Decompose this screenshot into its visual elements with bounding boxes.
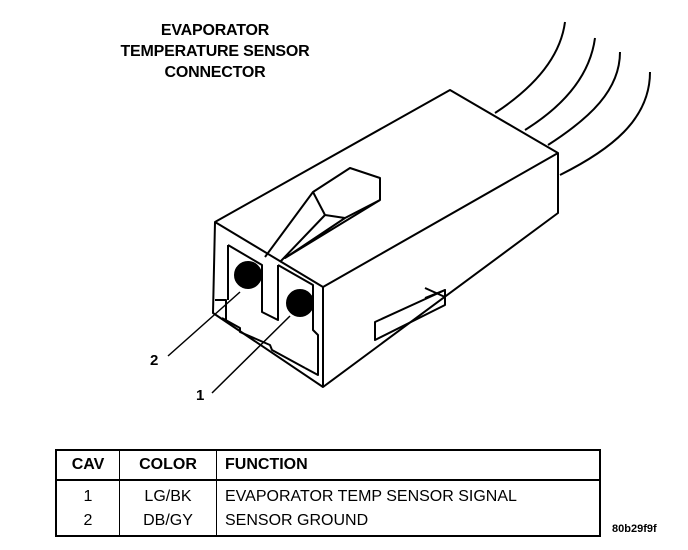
cell-color: DB/GY: [119, 509, 217, 536]
table-row: 1 LG/BK EVAPORATOR TEMP SENSOR SIGNAL: [56, 480, 601, 509]
cell-color: LG/BK: [119, 480, 217, 509]
cell-function: SENSOR GROUND: [216, 509, 601, 536]
connector-body: [212, 89, 559, 388]
title-line: TEMPERATURE SENSOR: [120, 43, 310, 60]
callout-line-2: [167, 291, 241, 357]
terminal-1: [286, 289, 314, 317]
pinout-table: CAV COLOR FUNCTION 1 LG/BK EVAPORATOR TE…: [55, 449, 601, 537]
header-color: COLOR: [119, 450, 217, 481]
cell-cav: 2: [56, 509, 120, 536]
figure-code: 80b29f9f: [612, 523, 657, 535]
terminal-2: [234, 261, 262, 289]
callout-1: 1: [196, 387, 205, 404]
header-function: FUNCTION: [216, 450, 601, 481]
table-header-row: CAV COLOR FUNCTION: [56, 450, 601, 481]
cell-function: EVAPORATOR TEMP SENSOR SIGNAL: [216, 480, 601, 509]
diagram-title: EVAPORATOR TEMPERATURE SENSOR CONNECTOR: [60, 20, 370, 83]
callout-line-1: [211, 315, 291, 394]
callout-2: 2: [150, 352, 159, 369]
title-line: EVAPORATOR: [160, 22, 270, 39]
header-cav: CAV: [56, 450, 120, 481]
connector-illustration: [167, 21, 651, 394]
title-line: CONNECTOR: [164, 64, 266, 81]
table-row: 2 DB/GY SENSOR GROUND: [56, 509, 601, 536]
wires: [494, 21, 651, 176]
cell-cav: 1: [56, 480, 120, 509]
